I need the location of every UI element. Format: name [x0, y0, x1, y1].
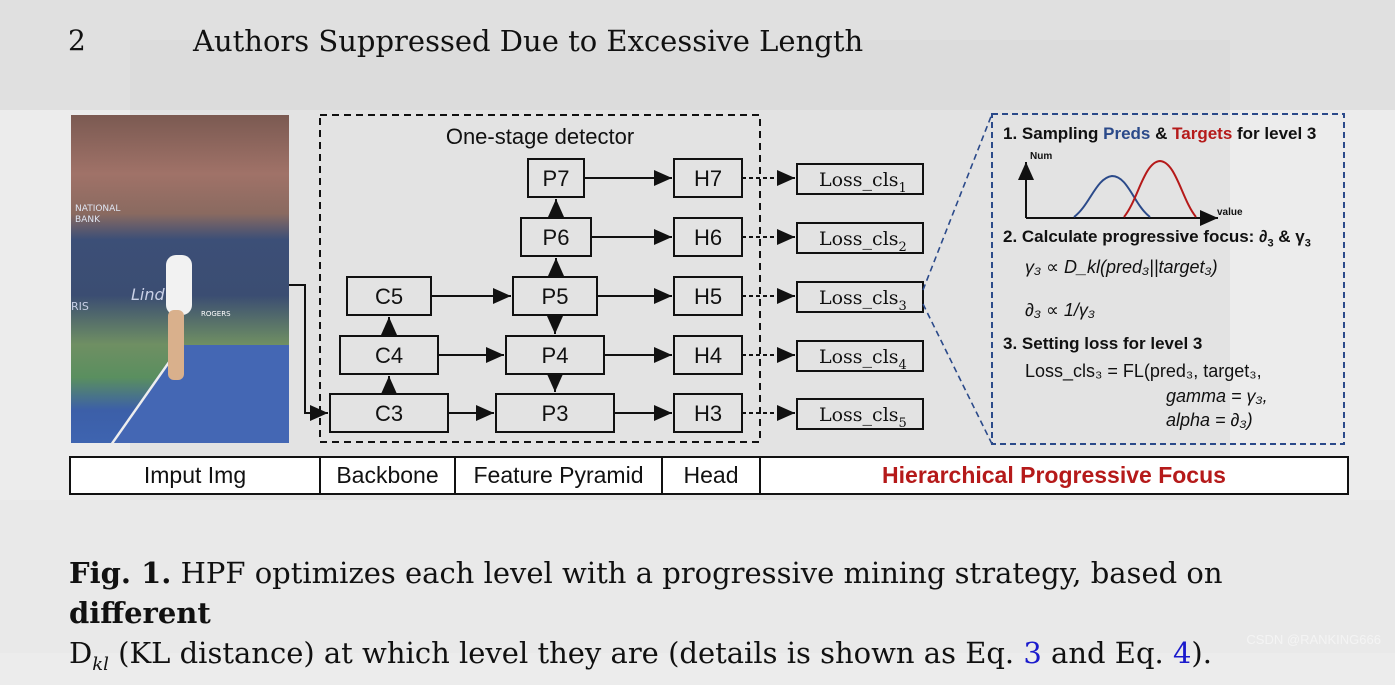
eq-ref-3[interactable]: 3 [1023, 636, 1042, 670]
band-backbone: Backbone [336, 462, 439, 488]
preds-curve [1073, 174, 1151, 218]
hpf-panel [991, 113, 1345, 445]
node-p7-label: P7 [543, 166, 570, 191]
node-p4-label: P4 [542, 343, 569, 368]
panel-step1: 1. Sampling Preds & Targets for level 3 [1003, 124, 1317, 143]
node-c5-label: C5 [375, 284, 403, 309]
eq-loss-3: alpha = ∂₃) [1166, 410, 1253, 430]
sponsor-text: NATIONAL BANK [75, 204, 121, 225]
band-hpf: Hierarchical Progressive Focus [882, 462, 1226, 488]
panel-step2: 2. Calculate progressive focus: ∂3 & γ3 [1003, 227, 1311, 250]
watermark: CSDN @RANKING666 [1246, 632, 1381, 647]
plot-x-label: value [1217, 207, 1243, 218]
background-block [0, 0, 1395, 110]
panel-step3: 3. Setting loss for level 3 [1003, 334, 1203, 353]
loss-label-2: Loss_cls2 [819, 228, 907, 255]
page-number: 2 [68, 24, 86, 57]
sponsor-rogers: ROGERS [201, 310, 231, 318]
figure-caption: Fig. 1. HPF optimizes each level with a … [69, 556, 1223, 675]
sponsor-lind: Lind [131, 285, 165, 304]
arrow-image-c3 [289, 284, 328, 421]
node-p6-label: P6 [543, 225, 570, 250]
node-h4-label: H4 [694, 343, 722, 368]
background-block [0, 500, 1395, 653]
band-input: Imput Img [143, 462, 247, 488]
eq-partial: ∂₃ ∝ 1/γ₃ [1025, 300, 1096, 320]
eq-loss-2: gamma = γ₃, [1166, 386, 1268, 406]
detector-title: One-stage detector [446, 124, 634, 149]
plot-y-label: Num [1030, 151, 1053, 162]
node-c4-label: C4 [375, 343, 403, 368]
caption-label: Fig. 1. [69, 556, 172, 590]
sponsor-paris: RIS [71, 300, 89, 313]
node-h7-label: H7 [694, 166, 722, 191]
node-h6-label: H6 [694, 225, 722, 250]
band-head: Head [683, 462, 739, 488]
zoom-line-top [922, 113, 993, 291]
loss-label-3: Loss_cls3 [819, 287, 907, 314]
eq-loss-1: Loss_cls₃ = FL(pred₃, target₃, [1025, 361, 1262, 381]
loss-box-1 [796, 163, 924, 195]
loss-label-1: Loss_cls1 [819, 169, 907, 196]
band-pyramid: Feature Pyramid [473, 462, 644, 488]
eq-gamma: γ₃ ∝ D_kl(pred₃||target₃) [1025, 257, 1218, 277]
player [166, 255, 192, 315]
loss-box-3 [796, 281, 924, 313]
node-h3-label: H3 [694, 401, 722, 426]
loss-label-4: Loss_cls4 [819, 346, 907, 373]
zoom-line-bottom [922, 303, 993, 445]
eq-ref-4[interactable]: 4 [1172, 636, 1192, 670]
loss-label-5: Loss_cls5 [819, 404, 907, 431]
node-p3-label: P3 [542, 401, 569, 426]
node-p5-label: P5 [542, 284, 569, 309]
player-legs [168, 310, 184, 380]
running-head: Authors Suppressed Due to Excessive Leng… [193, 24, 864, 58]
stage-band [69, 456, 1349, 495]
background-block [130, 40, 1230, 500]
loss-box-2 [796, 222, 924, 254]
node-c3-label: C3 [375, 401, 403, 426]
architecture-diagram: One-stage detector C5 C4 C3 P7 P6 P5 P4 … [69, 113, 1349, 495]
loss-box-4 [796, 340, 924, 372]
detector-box [319, 114, 761, 443]
node-h5-label: H5 [694, 284, 722, 309]
input-image: NATIONAL BANK Lind RIS ROGERS [71, 115, 289, 443]
targets-curve [1123, 159, 1197, 218]
loss-box-5 [796, 398, 924, 430]
